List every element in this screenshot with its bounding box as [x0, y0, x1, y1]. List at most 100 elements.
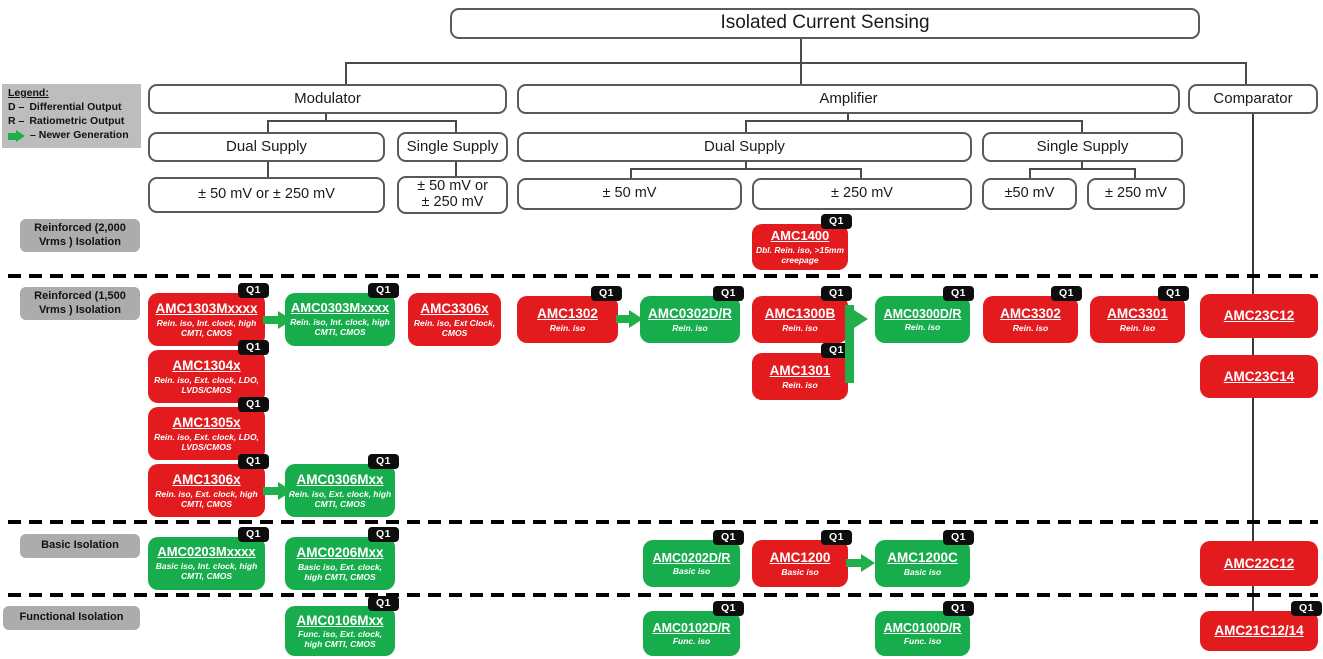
product-amc0202dr[interactable]: Q1 AMC0202D/R Basic iso — [643, 530, 744, 587]
q1-badge: Q1 — [237, 283, 269, 298]
connector-line — [745, 120, 747, 132]
product-amc21c12-14[interactable]: Q1 AMC21C12/14 — [1200, 601, 1322, 651]
product-amc1303mxxxx[interactable]: Q1 AMC1303Mxxxx Rein. iso, Int. clock, h… — [148, 283, 269, 346]
q1-badge: Q1 — [820, 214, 852, 229]
row-label-text: Reinforced (2,000 Vrms ) Isolation — [34, 221, 126, 248]
product-subtitle: Rein. iso, Int. clock, high CMTI, CMOS — [290, 317, 390, 338]
q1-badge: Q1 — [367, 283, 399, 298]
branch-label: Amplifier — [819, 89, 878, 107]
product-name: AMC0203Mxxxx — [157, 544, 256, 560]
connector-line — [455, 120, 457, 132]
product-name: AMC3302 — [1000, 306, 1061, 322]
diagram-title-text: Isolated Current Sensing — [720, 12, 930, 34]
product-subtitle: Dbl. Rein. iso, >15mm creepage — [755, 244, 845, 265]
product-amc1300b[interactable]: Q1 AMC1300B Rein. iso — [752, 286, 852, 343]
product-amc23c14[interactable]: AMC23C14 — [1200, 355, 1318, 398]
product-subtitle: Rein. iso — [1012, 322, 1049, 333]
product-name: AMC1304x — [172, 358, 241, 374]
q1-badge: Q1 — [1050, 286, 1082, 301]
q1-badge: Q1 — [712, 286, 744, 301]
product-amc0100dr[interactable]: Q1 AMC0100D/R Func. iso — [875, 601, 974, 656]
supply-label: Single Supply — [406, 137, 499, 155]
q1-badge: Q1 — [367, 596, 399, 611]
legend: Legend: D – Differential Output R – Rati… — [2, 84, 141, 148]
range-label: ± 250 mV — [1105, 185, 1167, 202]
product-amc0302dr[interactable]: Q1 AMC0302D/R Rein. iso — [640, 286, 744, 343]
legend-heading: Legend: — [8, 87, 49, 99]
row-label-text: Basic Isolation — [41, 539, 119, 552]
legend-r-label: Ratiometric Output — [29, 114, 125, 127]
newer-generation-arrow-icon — [8, 129, 25, 142]
product-name: AMC1306x — [172, 472, 241, 488]
product-amc22c12[interactable]: AMC22C12 — [1200, 541, 1318, 586]
legend-d-key: D – — [8, 100, 25, 113]
product-name: AMC0206Mxx — [296, 545, 384, 561]
connector-line — [847, 113, 849, 121]
branch-modulator: Modulator — [148, 84, 507, 114]
product-subtitle: Basic iso — [903, 566, 942, 577]
product-amc1305x[interactable]: Q1 AMC1305x Rein. iso, Ext. clock, LDO, … — [148, 397, 269, 460]
product-subtitle: Rein. iso, Ext. clock, high CMTI, CMOS — [288, 488, 392, 509]
product-name: AMC1305x — [172, 415, 241, 431]
product-amc1200[interactable]: Q1 AMC1200 Basic iso — [752, 530, 852, 587]
product-name: AMC0300D/R — [883, 306, 962, 321]
product-amc3302[interactable]: Q1 AMC3302 Rein. iso — [983, 286, 1082, 343]
product-subtitle: Rein. iso, Int. clock, high CMTI, CMOS — [156, 317, 257, 338]
product-amc1306x[interactable]: Q1 AMC1306x Rein. iso, Ext. clock, high … — [148, 454, 269, 517]
q1-badge: Q1 — [1290, 601, 1322, 616]
product-amc3306x[interactable]: AMC3306x Rein. iso, Ext Clock, CMOS — [408, 293, 501, 346]
product-name: AMC0102D/R — [652, 620, 731, 635]
product-amc1400[interactable]: Q1 AMC1400 Dbl. Rein. iso, >15mm creepag… — [752, 214, 852, 270]
branch-amplifier: Amplifier — [517, 84, 1180, 114]
q1-badge: Q1 — [942, 530, 974, 545]
dashed-separator — [8, 520, 1318, 524]
product-amc1301[interactable]: Q1 AMC1301 Rein. iso — [752, 343, 852, 400]
product-name: AMC1301 — [769, 363, 831, 379]
product-subtitle: Rein. iso, Ext Clock, CMOS — [413, 317, 496, 338]
connector-line — [1029, 168, 1136, 170]
product-amc3301[interactable]: Q1 AMC3301 Rein. iso — [1090, 286, 1189, 343]
product-name: AMC1302 — [537, 306, 598, 322]
product-subtitle: Rein. iso — [672, 322, 708, 333]
product-amc23c12[interactable]: AMC23C12 — [1200, 294, 1318, 338]
modulator-single-supply: Single Supply — [397, 132, 508, 162]
q1-badge: Q1 — [942, 601, 974, 616]
amplifier-dual-supply: Dual Supply — [517, 132, 972, 162]
supply-label: Single Supply — [1036, 137, 1129, 155]
connector-line — [630, 168, 862, 170]
row-label-reinforced-2000: Reinforced (2,000 Vrms ) Isolation — [20, 219, 140, 252]
q1-badge: Q1 — [942, 286, 974, 301]
q1-badge: Q1 — [237, 454, 269, 469]
range-label: ±50 mV — [1004, 185, 1055, 202]
product-subtitle: Basic iso — [781, 566, 819, 577]
product-amc0300dr[interactable]: Q1 AMC0300D/R Rein. iso — [875, 286, 974, 343]
product-amc0303mxxxx[interactable]: Q1 AMC0303Mxxxx Rein. iso, Int. clock, h… — [285, 283, 399, 346]
product-amc0206mxx[interactable]: Q1 AMC0206Mxx Basic iso, Ext. clock, hig… — [285, 527, 399, 590]
product-amc1200c[interactable]: Q1 AMC1200C Basic iso — [875, 530, 974, 587]
q1-badge: Q1 — [1157, 286, 1189, 301]
q1-badge: Q1 — [590, 286, 622, 301]
branch-comparator: Comparator — [1188, 84, 1318, 114]
product-subtitle: Basic iso — [672, 566, 711, 577]
row-label-text: Functional Isolation — [19, 611, 124, 624]
product-name: AMC23C12 — [1223, 308, 1295, 324]
product-name: AMC1400 — [770, 227, 830, 243]
product-name: AMC1300B — [764, 306, 836, 322]
product-subtitle: Rein. iso — [1119, 322, 1156, 333]
product-name: AMC0106Mxx — [296, 612, 384, 628]
product-amc0106mxx[interactable]: Q1 AMC0106Mxx Func. iso, Ext. clock, hig… — [285, 596, 399, 656]
diagram-title: Isolated Current Sensing — [450, 8, 1200, 39]
range-label: ± 50 mV — [602, 185, 657, 202]
product-amc1302[interactable]: Q1 AMC1302 Rein. iso — [517, 286, 622, 343]
product-name: AMC0303Mxxxx — [290, 300, 390, 316]
connector-line — [1245, 62, 1247, 84]
modulator-dual-supply: Dual Supply — [148, 132, 385, 162]
product-amc1304x[interactable]: Q1 AMC1304x Rein. iso, Ext. clock, LDO, … — [148, 340, 269, 403]
product-name: AMC0306Mxx — [296, 472, 384, 488]
product-amc0203mxxxx[interactable]: Q1 AMC0203Mxxxx Basic iso, Int. clock, h… — [148, 527, 269, 590]
product-amc0306mxx[interactable]: Q1 AMC0306Mxx Rein. iso, Ext. clock, hig… — [285, 454, 399, 517]
branch-label: Modulator — [294, 89, 361, 107]
product-amc0102dr[interactable]: Q1 AMC0102D/R Func. iso — [643, 601, 744, 656]
supply-label: Dual Supply — [226, 137, 307, 155]
connector-line — [860, 168, 862, 178]
